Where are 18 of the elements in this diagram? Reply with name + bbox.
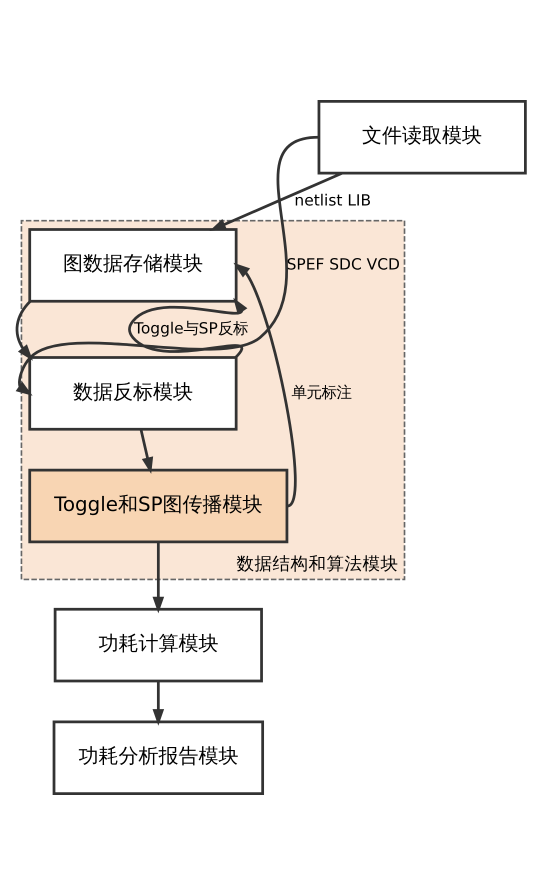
node-box: 功耗分析报告模块	[52, 720, 264, 795]
arrow	[152, 681, 164, 726]
node-box: Toggle和SP图传播模块	[28, 468, 288, 544]
edge-label: netlist LIB	[294, 191, 372, 210]
edge-label: 单元标注	[292, 383, 352, 402]
node-box: 功耗计算模块	[54, 608, 263, 682]
arrow	[209, 172, 343, 231]
arrow	[140, 429, 154, 474]
edge-label: Toggle与SP反标	[134, 319, 248, 338]
arrow	[16, 300, 33, 361]
node-box: 数据反标模块	[28, 356, 238, 431]
arrow	[233, 262, 297, 508]
edge-label: SPEF SDC VCD	[286, 255, 400, 274]
arrow	[152, 542, 164, 614]
node-box: 图数据存储模块	[28, 228, 238, 303]
arrow	[128, 298, 248, 358]
node-box: 文件读取模块	[318, 100, 527, 175]
arrow	[16, 136, 319, 396]
